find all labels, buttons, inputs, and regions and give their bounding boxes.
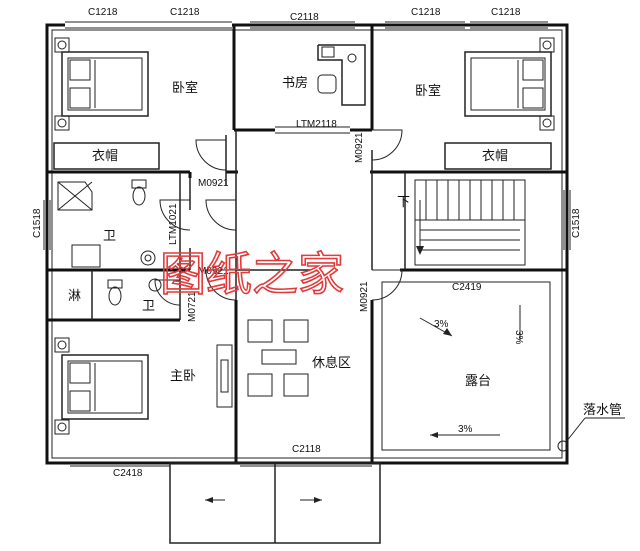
door-swings — [154, 129, 403, 306]
side-windows — [43, 190, 571, 250]
bed-left — [54, 37, 149, 131]
bed-master — [54, 337, 149, 435]
top-windows — [65, 21, 548, 29]
code-door-bath-mid: M0921 — [198, 266, 229, 277]
interior-walls — [47, 25, 567, 463]
code-top-window-4: C1218 — [411, 7, 441, 18]
code-study-door: LTM2118 — [296, 119, 337, 130]
room-label-master-bedroom: 主卧 — [170, 369, 196, 384]
room-label-shower: 淋 — [68, 289, 81, 304]
bottom-section — [70, 462, 381, 544]
room-label-terrace: 露台 — [465, 374, 491, 389]
slope-label-2: 3% — [513, 330, 524, 345]
room-label-bath-lower: 卫 — [142, 299, 155, 314]
code-left-window: C1518 — [32, 208, 43, 238]
room-label-bedroom-left: 卧室 — [172, 80, 198, 96]
code-door-hall-left: M0921 — [198, 178, 229, 189]
downpipe — [557, 417, 625, 452]
code-right-window: C1518 — [571, 208, 582, 238]
room-label-bedroom-right: 卧室 — [415, 83, 441, 99]
code-top-window-5: C1218 — [491, 7, 521, 18]
room-label-closet-left: 衣帽 — [92, 148, 118, 164]
code-terrace-door: C2419 — [452, 282, 482, 293]
bath-fixtures — [57, 179, 162, 306]
code-top-window-3: C2118 — [290, 12, 319, 23]
slope-label-1: 3% — [434, 319, 449, 330]
room-label-lounge: 休息区 — [312, 355, 351, 371]
code-top-window-1: C1218 — [88, 7, 118, 18]
code-bath-door-upper: LTM1021 — [168, 203, 179, 245]
terrace-slopes — [419, 305, 521, 438]
room-label-closet-right: 衣帽 — [482, 148, 508, 164]
code-bottom-window-mid: C2118 — [292, 444, 321, 455]
code-door-lounge-right: M0921 — [359, 281, 370, 312]
label-stair-down: 下 — [397, 195, 410, 210]
label-downpipe: 落水管 — [583, 403, 622, 418]
lounge-furniture — [216, 319, 309, 408]
room-label-bath-upper: 卫 — [103, 229, 116, 244]
code-door-bath-lower: M0721 — [187, 291, 198, 322]
code-bottom-window-left: C2418 — [113, 468, 143, 479]
slope-label-3: 3% — [458, 424, 473, 435]
room-label-study: 书房 — [282, 75, 308, 91]
closets — [53, 142, 552, 170]
bed-right — [464, 37, 555, 131]
study-desk — [317, 44, 366, 106]
code-top-window-2: C1218 — [170, 7, 200, 18]
watermark: 图纸之家 — [160, 247, 344, 301]
staircase — [414, 179, 526, 266]
code-door-study-right: M0921 — [354, 132, 365, 163]
